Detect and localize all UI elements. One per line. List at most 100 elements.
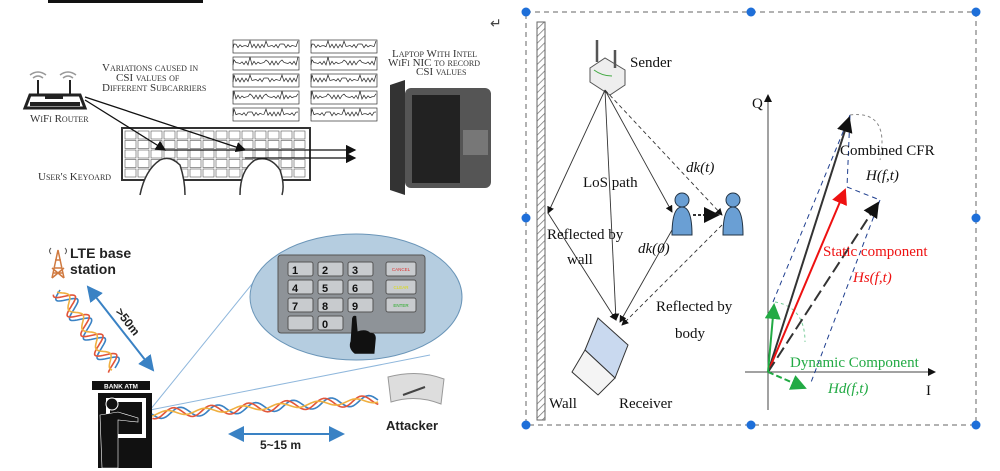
keystroke-figure: WiFi Router Variations caused in CSI val… xyxy=(22,39,491,196)
keyboard-key xyxy=(189,149,202,159)
keyboard-key xyxy=(215,149,228,159)
keypad-key xyxy=(347,279,374,295)
keypad-function-label: CLEAR xyxy=(393,285,409,290)
keypad-key-label: 4 xyxy=(292,283,299,295)
keyboard-key xyxy=(137,130,150,140)
person-icon xyxy=(671,192,693,236)
keyboard-key xyxy=(163,140,176,149)
csi-trace xyxy=(232,90,299,100)
keyboard-key xyxy=(202,159,215,168)
keyboard-key xyxy=(163,149,176,159)
csi-trace xyxy=(310,39,377,49)
keyboard-key xyxy=(293,140,306,149)
keyboard-key xyxy=(189,168,202,178)
keyboard-key xyxy=(280,168,293,178)
keyboard-key xyxy=(241,149,254,159)
dkt-label: dk(t) xyxy=(686,160,714,176)
combined-formula: H(f,t) xyxy=(865,168,899,184)
wifi-router-icon xyxy=(22,71,88,110)
selection-frame[interactable] xyxy=(521,7,981,430)
zoom-line xyxy=(149,354,431,411)
resize-handle xyxy=(746,420,756,430)
signal-arrows xyxy=(84,96,357,164)
keypad-key-label: 6 xyxy=(352,283,358,295)
keyboard-key xyxy=(124,140,137,149)
reflected-wall-label-1: Reflected by xyxy=(547,227,624,243)
keyboard-key xyxy=(124,168,137,178)
variations-label-1: Variations caused in xyxy=(102,62,198,74)
csi-trace xyxy=(232,107,299,117)
resize-handle xyxy=(521,7,531,17)
keyboard-key xyxy=(137,149,150,159)
variations-label-3: Different Subcarriers xyxy=(102,82,206,94)
wave-strand xyxy=(151,398,379,417)
keypad-key-label: 1 xyxy=(292,265,298,277)
person-moved-icon xyxy=(722,192,744,236)
keypad-key xyxy=(317,261,344,277)
static-vector xyxy=(767,188,847,373)
keypad-key xyxy=(347,261,374,277)
keypad-key xyxy=(317,315,344,331)
keyboard-key xyxy=(202,149,215,159)
reflected-body-label-1: Reflected by xyxy=(656,299,733,315)
laptop-label-3: CSI values xyxy=(416,66,466,78)
keypad-key-label: 9 xyxy=(352,301,358,313)
keypad-function-key xyxy=(385,297,417,313)
keyboard-key xyxy=(150,130,163,140)
atm-signal-wave xyxy=(151,394,379,420)
keyboard-key xyxy=(280,149,293,159)
static-label: Static component xyxy=(823,244,928,260)
keyboard-key xyxy=(176,130,189,140)
resize-handle xyxy=(971,420,981,430)
keyboard-key xyxy=(163,130,176,140)
keyboard-key xyxy=(215,168,228,178)
sender-label: Sender xyxy=(630,55,672,71)
keyboard-key xyxy=(176,140,189,149)
atm-user-icon xyxy=(98,393,152,469)
combined-cfr-vector xyxy=(767,116,853,373)
keyboard-key xyxy=(293,168,306,178)
reflected-body-label-2: body xyxy=(675,326,706,342)
wave-strand xyxy=(54,289,121,369)
keyboard-key xyxy=(228,159,241,168)
keyboard-key xyxy=(254,140,267,149)
dynamic-vector-alt xyxy=(767,371,807,390)
keypad-key xyxy=(347,297,374,313)
csi-trace xyxy=(310,73,377,83)
keyboard-key xyxy=(293,149,306,159)
keyboard-key xyxy=(124,159,137,168)
resize-handle xyxy=(971,213,981,223)
keyboard-key xyxy=(189,159,202,168)
keyboard-key xyxy=(254,149,267,159)
lte-label-2: station xyxy=(70,261,116,277)
receiver-laptop-icon xyxy=(571,317,629,396)
keyboard-key xyxy=(202,130,215,140)
far-distance-arrow xyxy=(86,285,155,372)
keyboard-key xyxy=(280,130,293,140)
dynamic-vector xyxy=(764,303,781,373)
keyboard-key xyxy=(137,140,150,149)
lte-tower-icon xyxy=(49,247,67,279)
keyboard-key xyxy=(254,130,267,140)
keypad-key xyxy=(287,261,314,277)
resize-handle xyxy=(521,213,531,223)
keyboard-key xyxy=(150,149,163,159)
wave-strand xyxy=(152,395,379,420)
atm-sign xyxy=(92,381,150,390)
keyboard-key xyxy=(215,130,228,140)
keyboard-key xyxy=(280,140,293,149)
antenna-dish-icon xyxy=(387,373,445,405)
keyboard-key xyxy=(202,140,215,149)
keypad-key-label: 2 xyxy=(322,265,328,277)
csi-trace xyxy=(310,56,377,66)
keyboard-key xyxy=(228,130,241,140)
keyboard-key xyxy=(293,130,306,140)
csi-trace xyxy=(310,107,377,117)
vector-figure: Q I Combined CFR H(f,t) Static component… xyxy=(745,94,936,410)
dynamic-label: Dynamic Component xyxy=(790,355,920,371)
laptop-label-2: WiFi NIC to record xyxy=(388,57,480,69)
multipath-figure: Sender Receiver Wall LoS path Reflected … xyxy=(536,21,744,421)
keyboard-key xyxy=(176,149,189,159)
keyboard-key xyxy=(215,159,228,168)
